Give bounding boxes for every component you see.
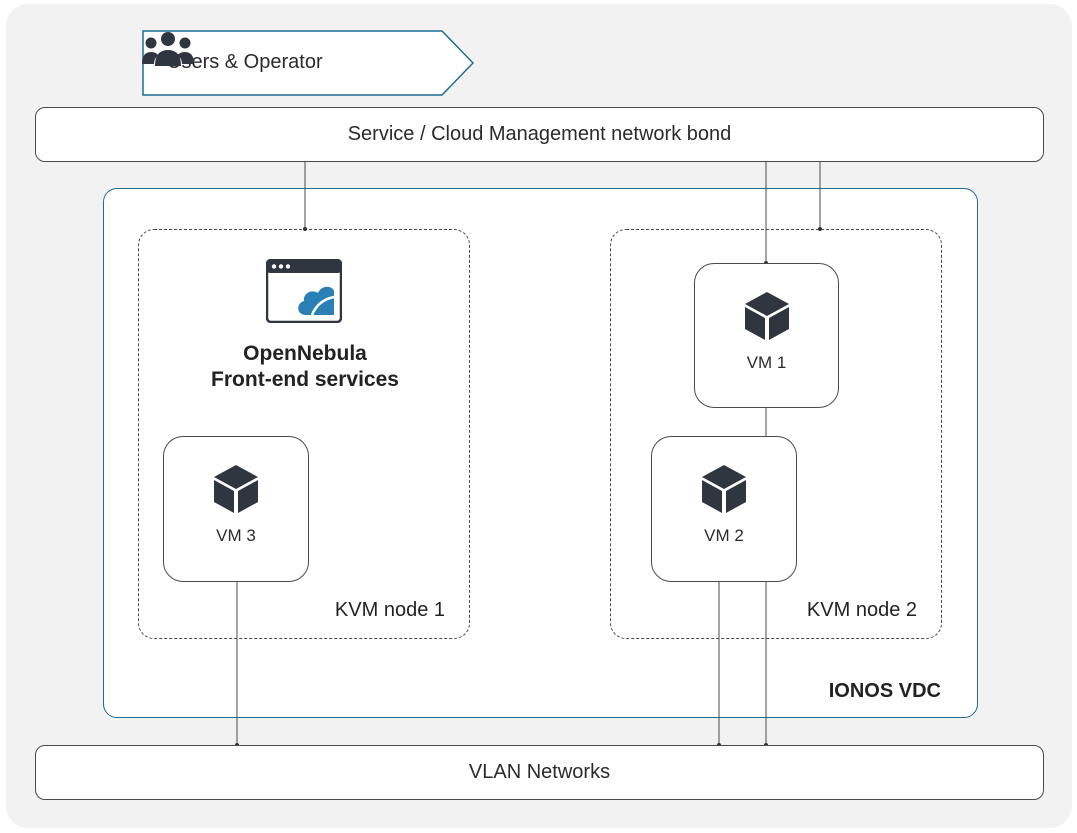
tag-arrow-shape <box>142 30 474 96</box>
frontend-title-line-2: Front-end services <box>211 368 399 391</box>
users-icon <box>142 32 194 66</box>
vm-3-box: VM 3 <box>163 436 309 582</box>
opennebula-window-icon <box>266 259 342 323</box>
users-operator-tag: Users & Operator <box>142 30 474 96</box>
kvm-node-2: KVM node 2 <box>610 229 942 639</box>
management-network-bar: Service / Cloud Management network bond <box>35 107 1044 162</box>
vm-2-box: VM 2 <box>651 436 797 582</box>
vdc-label: IONOS VDC <box>828 680 941 702</box>
vlan-networks-bar: VLAN Networks <box>35 745 1044 800</box>
kvm-node-2-label: KVM node 2 <box>806 599 917 621</box>
vlan-networks-label: VLAN Networks <box>468 761 611 783</box>
management-network-label: Service / Cloud Management network bond <box>347 123 732 145</box>
frontend-top-dot <box>303 227 307 231</box>
node2-top-dot <box>818 227 822 231</box>
vm-2-label: VM 2 <box>704 526 744 545</box>
kvm-node-1-label: KVM node 1 <box>334 599 445 621</box>
cube-icon <box>744 292 789 340</box>
vm-1-box: VM 1 <box>694 263 839 408</box>
users-operator-label: Users & Operator <box>167 51 323 73</box>
vm-3-label: VM 3 <box>216 526 256 545</box>
frontend-services-title: OpenNebula Front-end services <box>150 341 460 393</box>
frontend-title-line-1: OpenNebula <box>243 342 367 365</box>
cube-icon <box>214 465 258 513</box>
cube-icon <box>702 465 746 513</box>
vm-1-label: VM 1 <box>746 353 787 372</box>
